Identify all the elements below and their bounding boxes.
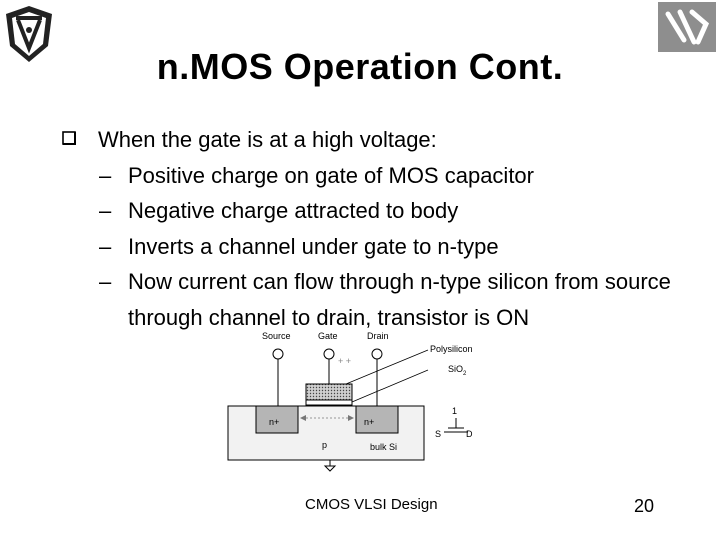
bullet-list: When the gate is at a high voltage: –Pos… xyxy=(62,122,702,335)
dash-icon: – xyxy=(99,233,112,259)
oxide-layer xyxy=(305,399,353,406)
page-number: 20 xyxy=(634,496,655,516)
p-label: p xyxy=(322,440,327,450)
source-label: Source xyxy=(262,331,291,341)
sub-bullet-text: Inverts a channel under gate to n-type xyxy=(128,233,499,259)
sub-bullet: –Inverts a channel under gate to n-type xyxy=(62,229,702,265)
nmos-cross-section-diagram: + + Source Gate Drain Polysilicon SiO2 n… xyxy=(227,331,473,472)
sio2-label: SiO2 xyxy=(448,364,467,377)
technion-logo xyxy=(6,6,52,62)
bullet-main-text: When the gate is at a high voltage: xyxy=(98,127,437,152)
polysilicon-gate xyxy=(305,383,353,401)
university-logo xyxy=(658,2,716,52)
s-label: S xyxy=(435,429,441,439)
n-plus-right-region xyxy=(355,405,399,434)
gate-terminal xyxy=(323,348,335,360)
one-label: 1 xyxy=(452,406,457,416)
footer-text: CMOS VLSI Design xyxy=(305,496,438,513)
svg-text:+ +: + + xyxy=(338,356,351,366)
dash-icon: – xyxy=(99,198,112,223)
drain-terminal xyxy=(371,348,383,360)
sub-bullet: –Positive charge on gate of MOS capacito… xyxy=(62,158,702,194)
checkbox-bullet-icon xyxy=(62,131,76,145)
dash-icon: – xyxy=(99,162,112,188)
slide-title: n.MOS Operation Cont. xyxy=(156,46,564,87)
sub-bullet-text: Now current can flow through n-type sili… xyxy=(128,269,671,330)
n-plus-left-label: n+ xyxy=(269,417,279,427)
sub-bullet: –Negative charge attracted to body xyxy=(62,193,702,229)
bullet-main: When the gate is at a high voltage: xyxy=(62,122,702,158)
source-terminal xyxy=(272,348,284,360)
polysilicon-label: Polysilicon xyxy=(430,344,473,354)
d-label: D xyxy=(466,429,473,439)
sub-bullet: –Now current can flow through n-type sil… xyxy=(62,264,702,335)
drain-label: Drain xyxy=(367,331,389,341)
bulk-si-label: bulk Si xyxy=(370,442,397,452)
sub-bullet-text: Positive charge on gate of MOS capacitor xyxy=(128,162,534,188)
n-plus-left-region xyxy=(255,405,299,434)
sub-bullet-text: Negative charge attracted to body xyxy=(128,198,459,223)
gate-label: Gate xyxy=(318,331,338,341)
n-plus-right-label: n+ xyxy=(364,417,374,427)
dash-icon: – xyxy=(99,269,112,294)
